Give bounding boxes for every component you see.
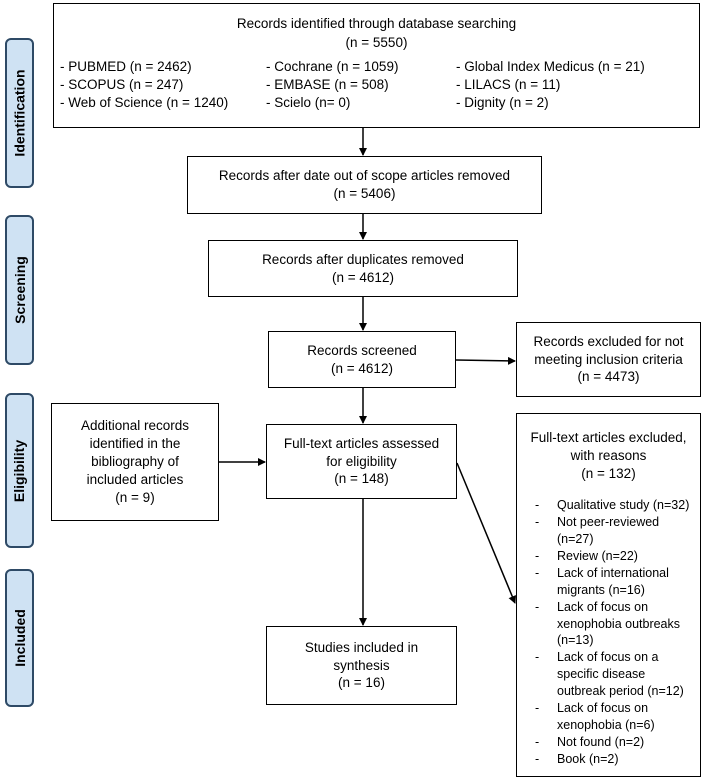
duplicates-removed-count: (n = 4612) — [332, 269, 394, 285]
exclusion-reason: Lack of focus on a specific disease outb… — [531, 649, 694, 700]
fulltext-box: Full-text articles assessed for eligibil… — [266, 424, 457, 499]
additional-line1: Additional records — [80, 418, 190, 434]
source-item: - Dignity (n = 2) — [456, 94, 549, 110]
source-item: - LILACS (n = 11) — [456, 76, 561, 92]
exclusion-reason: Lack of focus on xenophobia (n=6) — [531, 700, 694, 734]
identified-title: Records identified through database sear… — [236, 16, 517, 31]
additional-count: (n = 9) — [115, 489, 155, 505]
screened-count: (n = 4612) — [331, 360, 393, 376]
included-line1: Studies included in — [304, 639, 419, 655]
exclusion-reasons-list: Qualitative study (n=32) Not peer-review… — [531, 497, 694, 767]
additional-line4: included articles — [86, 471, 184, 487]
included-line2: synthesis — [333, 657, 390, 673]
exclusion-reason: Lack of focus on xenophobia outbreaks (n… — [531, 599, 694, 650]
included-box: Studies included in synthesis (n = 16) — [266, 626, 457, 705]
fulltext-line2: for eligibility — [326, 453, 397, 469]
source-item: - Cochrane (n = 1059) — [266, 59, 399, 74]
date-removed-box: Records after date out of scope articles… — [187, 156, 542, 214]
fulltext-count: (n = 148) — [334, 471, 389, 487]
duplicates-removed-box: Records after duplicates removed (n = 46… — [208, 240, 518, 297]
source-item: - Web of Science (n = 1240) — [60, 94, 229, 110]
source-item: - EMBASE (n = 508) — [266, 76, 389, 92]
excluded-criteria-box: Records excluded for not meeting inclusi… — [516, 322, 701, 397]
source-item: - Global Index Medicus (n = 21) — [456, 59, 645, 74]
identified-count: (n = 5550) — [345, 35, 408, 50]
exclusion-reason: Not found (n=2) — [531, 734, 694, 751]
arrow-screened-to-excluded — [455, 356, 516, 365]
fulltext-excluded-line1: Full-text articles excluded, — [530, 430, 687, 445]
fulltext-excluded-count: (n = 132) — [581, 465, 636, 481]
arrow-fulltext-to-excluded — [456, 462, 517, 604]
stage-eligibility: Eligibility — [5, 393, 34, 548]
screened-title: Records screened — [307, 342, 417, 358]
included-count: (n = 16) — [338, 675, 385, 691]
fulltext-line1: Full-text articles assessed — [283, 435, 440, 451]
source-item: - SCOPUS (n = 247) — [60, 76, 184, 92]
exclusion-reason: Qualitative study (n=32) — [531, 497, 694, 514]
date-removed-title: Records after date out of scope articles… — [218, 168, 511, 184]
excluded-criteria-line2: meeting inclusion criteria — [534, 351, 683, 367]
additional-line3: bibliography of — [91, 454, 179, 470]
source-list: - PUBMED (n = 2462) - Cochrane (n = 1059… — [60, 58, 685, 111]
fulltext-excluded-line2: with reasons — [570, 447, 647, 463]
stage-screening: Screening — [5, 215, 34, 365]
additional-line2: identified in the — [89, 436, 181, 452]
stage-identification: Identification — [5, 38, 34, 188]
stage-included: Included — [5, 569, 34, 707]
screened-box: Records screened (n = 4612) — [268, 331, 456, 388]
duplicates-removed-title: Records after duplicates removed — [262, 251, 464, 267]
exclusion-reason: Book (n=2) — [531, 751, 694, 768]
source-item: - PUBMED (n = 2462) — [60, 59, 192, 74]
additional-records-box: Additional records identified in the bib… — [51, 403, 219, 521]
fulltext-excluded-box: Full-text articles excluded, with reason… — [516, 413, 701, 777]
identified-box: Records identified through database sear… — [53, 3, 700, 128]
source-item: - Scielo (n= 0) — [266, 94, 351, 110]
exclusion-reason: Lack of international migrants (n=16) — [531, 565, 694, 599]
exclusion-reason: Not peer-reviewed (n=27) — [531, 514, 694, 548]
exclusion-reason: Review (n=22) — [531, 548, 694, 565]
excluded-criteria-count: (n = 4473) — [577, 369, 640, 385]
excluded-criteria-line1: Records excluded for not — [533, 333, 684, 349]
date-removed-count: (n = 5406) — [333, 186, 396, 201]
